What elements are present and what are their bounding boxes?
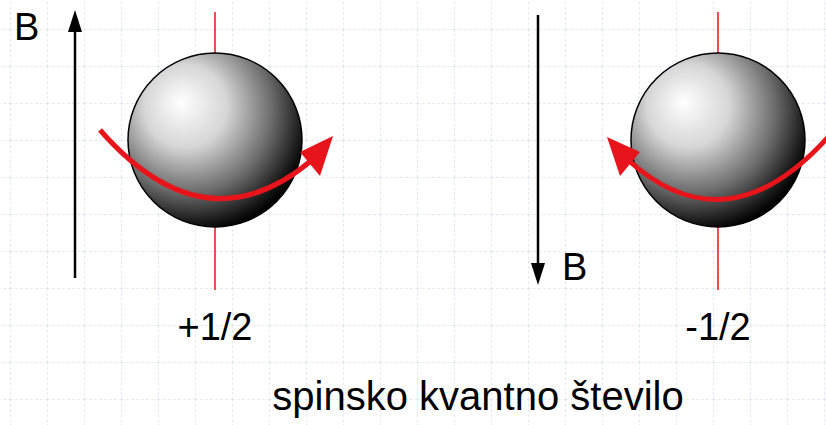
text-label: B <box>562 248 587 286</box>
rotation-arrow <box>628 135 826 200</box>
field-arrow <box>537 15 540 266</box>
arrow-head <box>531 263 545 285</box>
arrow-head <box>300 136 333 176</box>
text-label: -1/2 <box>685 308 750 346</box>
spin-axis <box>214 220 216 290</box>
caption: spinsko kvantno število <box>272 376 683 416</box>
arrow-head <box>607 137 640 176</box>
text-label: +1/2 <box>177 308 252 346</box>
spin-axis <box>717 220 719 290</box>
text-label: B <box>14 8 39 46</box>
rotation-arrow <box>100 130 312 199</box>
field-arrow <box>74 28 77 278</box>
arrow-head <box>68 10 82 32</box>
